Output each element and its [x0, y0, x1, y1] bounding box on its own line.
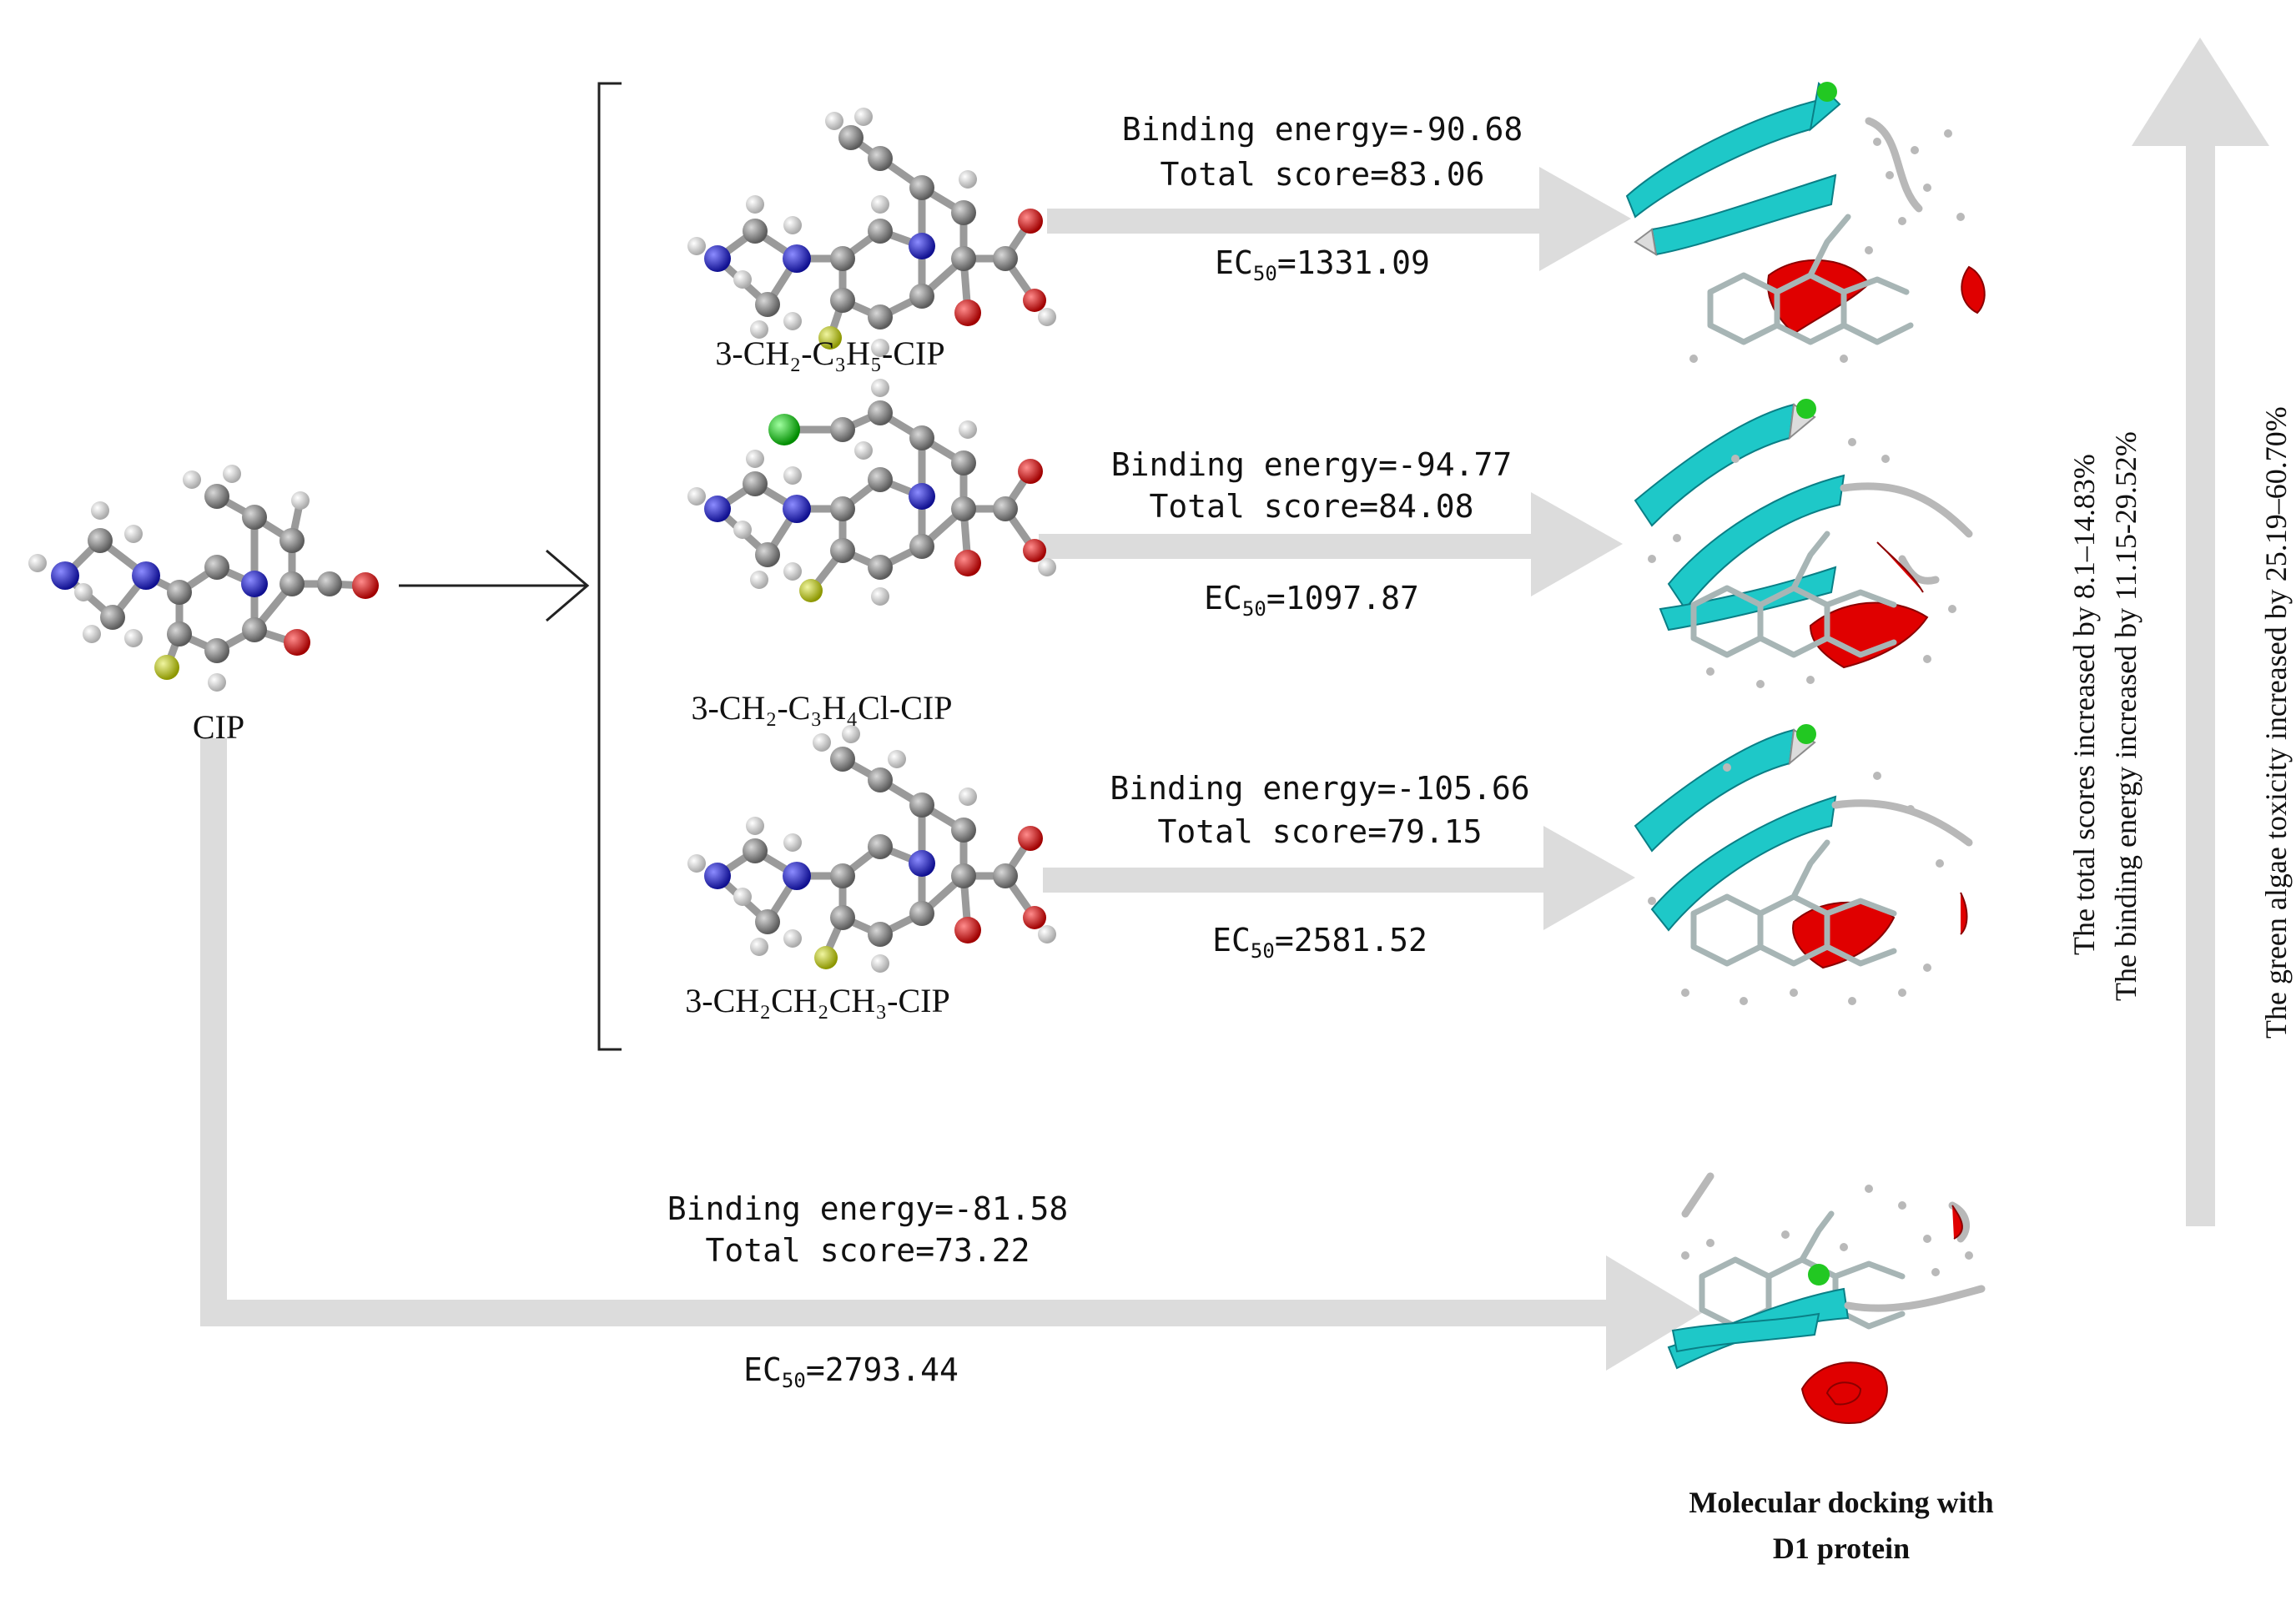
- derivative-3-molecule: [687, 725, 1056, 973]
- docking-image-1: [1625, 81, 1986, 363]
- binding-energy-cip: Binding energy=-81.58: [667, 1190, 1068, 1227]
- derivative-2-molecule: [687, 379, 1056, 606]
- arrow-trend-up: [2132, 38, 2269, 1226]
- total-score-3: Total score=79.15: [1158, 813, 1483, 850]
- derivative-3-label: 3-CH₂CH₂CH₃-CIP: [685, 982, 949, 1019]
- arrow-derivative-1: [1047, 167, 1631, 271]
- total-score-cip: Total score=73.22: [706, 1232, 1030, 1269]
- derivative-1-molecule: [687, 108, 1056, 357]
- derivatives-bracket: [597, 82, 622, 1051]
- ec50-cip: EC50=2793.44: [743, 1351, 959, 1392]
- binding-energy-1: Binding energy=-90.68: [1122, 111, 1523, 148]
- arrow-cip-path: [200, 738, 1702, 1371]
- docking-image-3: [1634, 724, 1973, 1005]
- trend-binding-energy: The binding energy increased by 11.15-29…: [2109, 431, 2142, 1001]
- docking-image-cip: [1667, 1172, 1986, 1424]
- arrow-derivative-2: [1039, 492, 1623, 596]
- trend-green-algae-toxicity: The green algae toxicity increased by 25…: [2259, 406, 2293, 1039]
- docking-caption-line-1: Molecular docking with: [1689, 1486, 1993, 1519]
- ec50-2: EC50=1097.87: [1204, 580, 1419, 621]
- total-score-2: Total score=84.08: [1150, 488, 1474, 525]
- derivative-1-label: 3-CH₂-C₃H₅-CIP: [715, 335, 944, 372]
- arrow-derivative-3: [1043, 826, 1635, 930]
- cip-molecule: [28, 465, 379, 692]
- docking-caption-line-2: D1 protein: [1773, 1532, 1910, 1565]
- total-score-1: Total score=83.06: [1161, 156, 1485, 193]
- binding-energy-3: Binding energy=-105.66: [1110, 770, 1529, 807]
- trend-total-scores: The total scores increased by 8.1–14.83%: [2067, 454, 2101, 955]
- ec50-1: EC50=1331.09: [1215, 244, 1430, 285]
- docking-image-2: [1634, 399, 1973, 688]
- binding-energy-2: Binding energy=-94.77: [1111, 446, 1512, 483]
- reaction-arrow: [399, 549, 590, 622]
- derivative-2-label: 3-CH₂-C₃H₄Cl-CIP: [692, 689, 953, 727]
- ec50-3: EC50=2581.52: [1212, 922, 1427, 963]
- cip-label: CIP: [193, 708, 244, 746]
